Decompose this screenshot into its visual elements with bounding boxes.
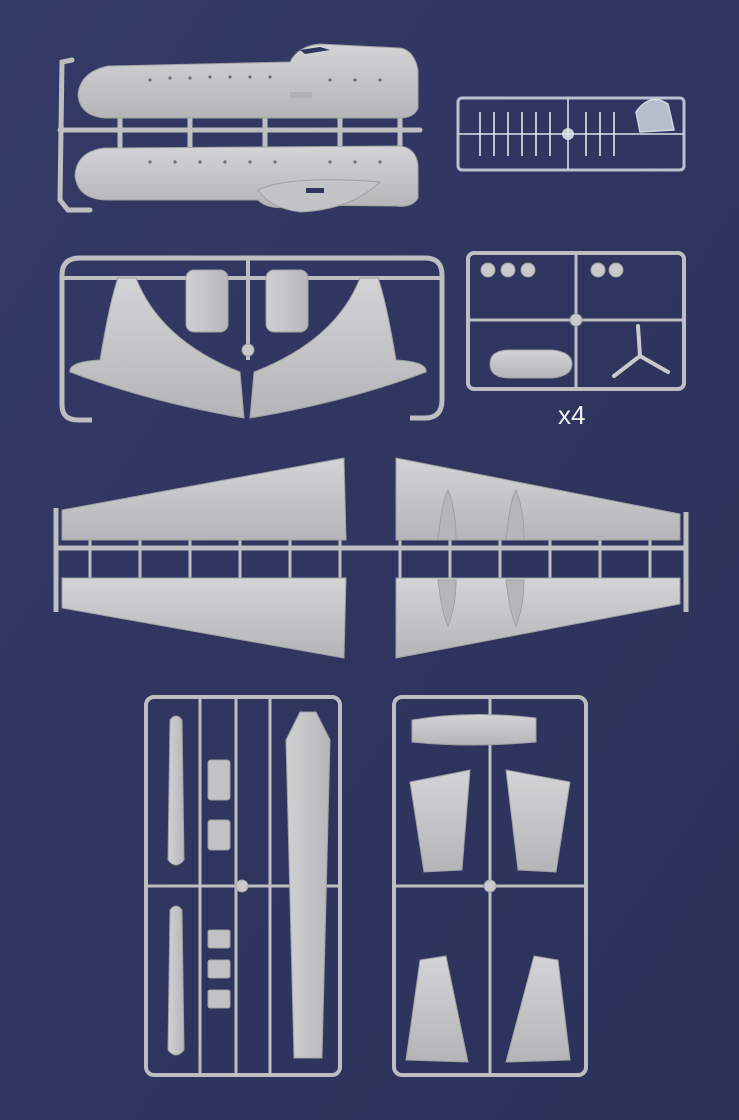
sprue-stabilizers [392,695,588,1077]
flap-strip [411,713,537,746]
wheel [480,262,496,278]
stabilizer-upper-left [409,769,471,873]
quantity-label: x4 [558,400,585,430]
sprue-small-parts [466,251,686,391]
sprue-wings [53,457,689,659]
stabilizer-upper-right [505,769,571,873]
wing-left-upper [61,457,347,541]
canopy [635,98,675,133]
engine-cowl-right [265,269,309,333]
propeller [612,324,670,378]
sprue-tail-assembly [59,255,445,423]
engine-cowl-left [185,269,229,333]
vertical-fin-left [69,277,245,419]
sprue-clear-parts [456,96,686,172]
sprue-interior-parts [144,695,342,1077]
wing-right-lower [395,577,681,659]
wing-right-upper [395,457,681,541]
wing-left-lower [61,577,347,659]
engine-nacelle [489,349,573,379]
drop-tank-lower [167,905,185,1056]
drop-tank-upper [167,715,185,866]
stabilizer-lower-left [405,955,469,1063]
stabilizer-lower-right [505,955,571,1063]
fuselage-half-lower [74,145,419,209]
fuselage-half-upper [77,43,419,119]
cabin-floor [285,711,331,1059]
vertical-fin-right [249,277,427,419]
sprue-fuselage-halves [57,43,423,213]
